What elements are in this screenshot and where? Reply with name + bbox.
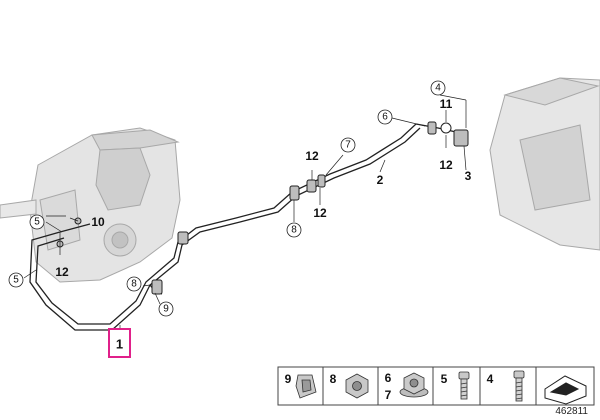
- svg-text:4: 4: [435, 83, 441, 94]
- legend-label-4: 4: [487, 372, 494, 386]
- flange-nut-icon: [399, 372, 429, 398]
- svg-text:9: 9: [163, 304, 169, 315]
- callout-8-left: 8: [126, 276, 142, 292]
- label-11: 11: [440, 97, 453, 111]
- callout-9: 9: [158, 301, 174, 317]
- callout-7: 7: [340, 137, 356, 153]
- svg-text:6: 6: [382, 112, 388, 123]
- label-12-left: 12: [55, 265, 69, 279]
- hvac-unit: [0, 127, 181, 283]
- long-screw-icon: [513, 370, 525, 402]
- svg-text:1: 1: [116, 337, 123, 352]
- legend-label-7: 7: [385, 388, 392, 402]
- svg-text:8: 8: [291, 225, 297, 236]
- callout-6: 6: [377, 109, 393, 125]
- label-12-bottom: 12: [313, 206, 327, 220]
- label-3: 3: [465, 169, 472, 183]
- line-fittings: [56, 121, 469, 295]
- short-screw-icon: [458, 371, 470, 400]
- direction-arrow-icon: [544, 375, 587, 405]
- label-12-right: 12: [439, 158, 453, 172]
- hardware-legend: 9 8 6 7 5 4: [277, 366, 595, 406]
- legend-label-8: 8: [330, 372, 337, 386]
- label-2: 2: [377, 173, 384, 187]
- callout-4: 4: [430, 80, 446, 96]
- svg-text:7: 7: [345, 140, 351, 151]
- callout-8-middle: 8: [286, 222, 302, 238]
- diagram-reference-number: 462811: [555, 406, 588, 417]
- tank-unit: [489, 77, 600, 251]
- svg-text:5: 5: [34, 217, 40, 228]
- clip-icon: [295, 374, 317, 399]
- svg-text:8: 8: [131, 279, 137, 290]
- legend-label-6: 6: [385, 371, 392, 385]
- leader-lines: [23, 94, 467, 335]
- legend-label-9: 9: [285, 372, 292, 386]
- label-10: 10: [91, 215, 105, 229]
- callout-5-lower: 5: [8, 272, 24, 288]
- hex-nut-icon: [345, 373, 369, 399]
- highlight-part-1: 1: [108, 328, 131, 358]
- label-12-top: 12: [305, 149, 319, 163]
- callout-5-upper: 5: [29, 214, 45, 230]
- svg-text:5: 5: [13, 275, 19, 286]
- legend-label-5: 5: [441, 372, 448, 386]
